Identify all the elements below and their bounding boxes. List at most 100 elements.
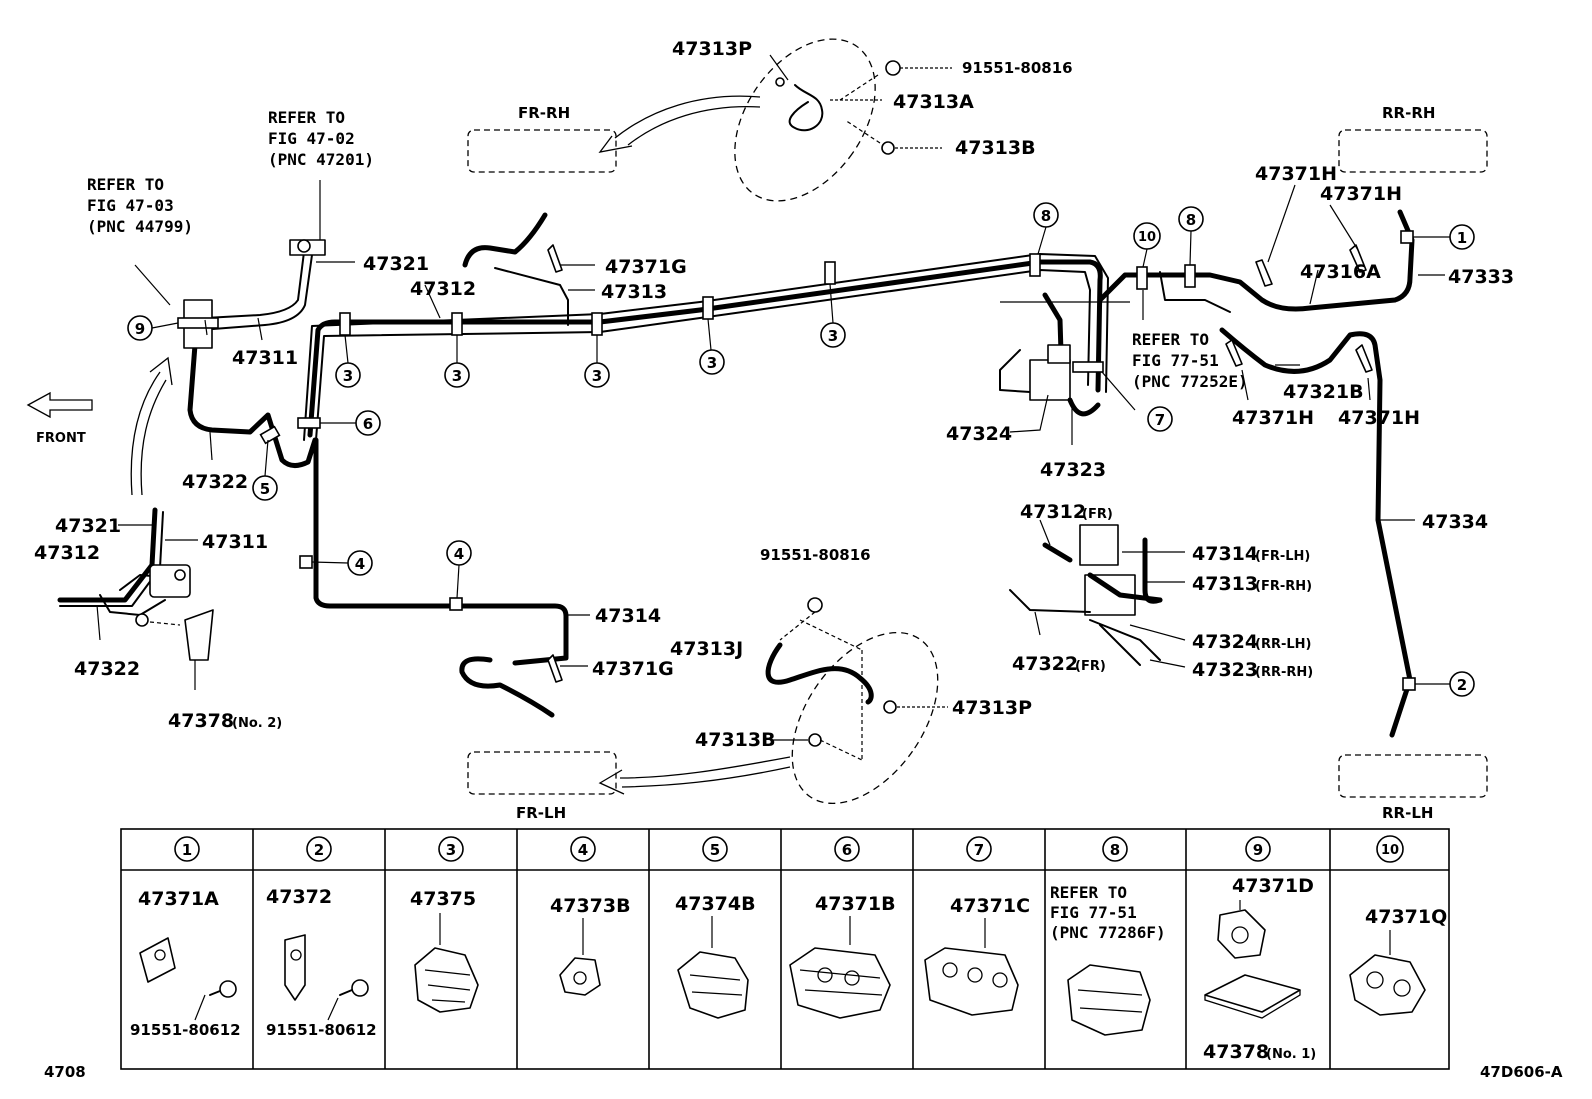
arrow-to-detail [130, 356, 173, 496]
part-47378-no1 [1204, 974, 1301, 1019]
fr-lh-label: FR-LH [516, 804, 566, 822]
label-47324: 47324 [946, 423, 1012, 445]
label-47313A: 47313A [893, 91, 974, 113]
svg-text:FIG 47-03: FIG 47-03 [87, 196, 174, 215]
callout-3c: 3 [584, 362, 610, 388]
svg-text:FIG 77-51: FIG 77-51 [1132, 351, 1219, 370]
svg-text:2: 2 [1457, 676, 1467, 694]
svg-text:REFER TO: REFER TO [87, 175, 164, 194]
svg-text:10: 10 [1138, 230, 1156, 245]
part-47371A [139, 937, 237, 1021]
cell-9-top: 47371D [1232, 875, 1314, 897]
arrow-to-fr-rh [598, 95, 761, 153]
callout-1: 1 [1449, 224, 1475, 250]
cell-5-top: 47374B [675, 893, 756, 915]
part-47371B [789, 916, 891, 1019]
callout-8b: 8 [1178, 206, 1204, 232]
svg-text:9: 9 [1253, 841, 1263, 859]
main-brake-lines [183, 209, 1415, 738]
cell-2-top: 47372 [266, 886, 332, 908]
label-47378-no2: 47378 [168, 710, 234, 732]
label-47313: 47313 [601, 281, 667, 303]
svg-text:3: 3 [446, 841, 456, 859]
svg-text:6: 6 [842, 841, 852, 859]
wheel-box-fr-rh: FR-RH [467, 104, 617, 173]
part-47371C [924, 918, 1019, 1016]
table-header-3: 3 [438, 836, 464, 862]
svg-text:7: 7 [1155, 411, 1165, 429]
label-j47324: 47324 [1192, 631, 1258, 653]
label-47322: 47322 [182, 471, 248, 493]
svg-text:(PNC 47201): (PNC 47201) [268, 150, 374, 169]
cell-9-bottom-suffix: (No. 1) [1266, 1047, 1316, 1062]
svg-text:FIG 47-02: FIG 47-02 [268, 129, 355, 148]
cell-6-top: 47371B [815, 893, 896, 915]
svg-text:5: 5 [260, 480, 270, 498]
callout-8a: 8 [1033, 202, 1059, 228]
table-header-4: 4 [570, 836, 596, 862]
table-header-9: 9 [1245, 836, 1271, 862]
callout-4a: 4 [347, 550, 373, 576]
wheel-box-fr-lh: FR-LH [467, 751, 617, 822]
label-47371H-a: 47371H [1255, 163, 1337, 185]
label-91551-80816-bot: 91551-80816 [760, 546, 871, 564]
label-47371H-b: 47371H [1320, 183, 1402, 205]
label-91551-80816-top: 91551-80816 [962, 59, 1073, 77]
label-j47323-suffix: (RR-RH) [1255, 665, 1313, 680]
table-header-7: 7 [966, 836, 992, 862]
svg-text:(PNC 44799): (PNC 44799) [87, 217, 193, 236]
ref-47-02: REFER TO FIG 47-02 (PNC 47201) [268, 108, 374, 169]
svg-text:8: 8 [1186, 211, 1196, 229]
label-47371G-bot: 47371G [592, 658, 674, 680]
parts-table: 1 2 3 4 5 6 7 8 9 10 47371A 91551-80612 … [120, 828, 1450, 1070]
cell-2-bottom: 91551-80612 [266, 1021, 377, 1039]
callout-3a: 3 [335, 362, 361, 388]
wheel-box-rr-lh: RR-LH [1338, 754, 1488, 822]
label-j47312-suffix: (FR) [1082, 507, 1113, 522]
part-47373B [559, 918, 601, 996]
part-47375 [414, 913, 479, 1013]
part-47372 [284, 934, 369, 1021]
callout-3b: 3 [444, 362, 470, 388]
svg-text:6: 6 [363, 415, 373, 433]
label-47323: 47323 [1040, 459, 1106, 481]
callout-4b: 4 [446, 540, 472, 566]
svg-text:3: 3 [592, 367, 602, 385]
fr-rh-label: FR-RH [518, 104, 570, 122]
label-47371G-top: 47371G [605, 256, 687, 278]
svg-text:5: 5 [710, 841, 720, 859]
callout-3e: 3 [820, 322, 846, 348]
label-det-47322: 47322 [74, 658, 140, 680]
footer-left: 4708 [44, 1063, 86, 1081]
hose-detail-top [734, 38, 952, 202]
cell-8-ref-1: REFER TO [1050, 883, 1127, 902]
part-47371D [1217, 900, 1266, 959]
part-47374B [677, 916, 749, 1019]
hose-detail-bottom [765, 597, 948, 805]
wheel-box-rr-rh: RR-RH [1338, 104, 1488, 173]
spring-clips [547, 244, 1373, 683]
svg-text:1: 1 [1457, 229, 1467, 247]
svg-text:4: 4 [454, 545, 464, 563]
table-header-6: 6 [834, 836, 860, 862]
table-header-2: 2 [306, 836, 332, 862]
svg-text:8: 8 [1041, 207, 1051, 225]
svg-text:8: 8 [1110, 841, 1120, 859]
label-47313B-top: 47313B [955, 137, 1036, 159]
cell-8-ref-3: (PNC 77286F) [1050, 923, 1166, 942]
cell-4-top: 47373B [550, 895, 631, 917]
callout-9: 9 [127, 315, 153, 341]
label-j47312: 47312 [1020, 501, 1086, 523]
line-clips [177, 230, 1416, 691]
joint-detail [1009, 524, 1163, 666]
label-j47322: 47322 [1012, 653, 1078, 675]
front-arrow: FRONT [26, 391, 93, 446]
callout-10: 10 [1133, 222, 1161, 250]
label-det-47321: 47321 [55, 515, 121, 537]
cell-7-top: 47371C [950, 895, 1030, 917]
leader-lines [96, 180, 1445, 690]
svg-text:1: 1 [182, 841, 192, 859]
svg-text:2: 2 [314, 841, 324, 859]
cell-3-top: 47375 [410, 888, 476, 910]
